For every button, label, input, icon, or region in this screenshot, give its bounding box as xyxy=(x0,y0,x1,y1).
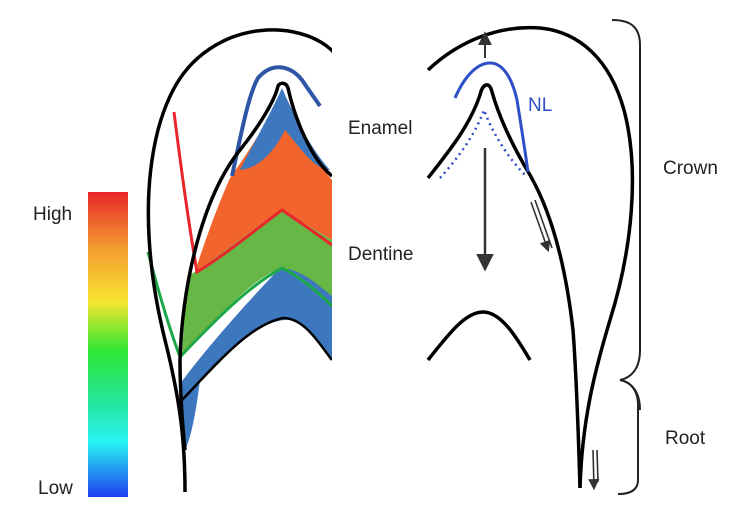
label-dentine: Dentine xyxy=(348,244,414,265)
label-crown: Crown xyxy=(663,158,718,179)
right-tooth: NL xyxy=(426,25,635,491)
outer-outline xyxy=(146,28,332,493)
red-line xyxy=(172,111,332,275)
low-zone xyxy=(180,268,332,450)
right-lower-cusp xyxy=(426,310,532,362)
root-arrow-a xyxy=(588,449,600,491)
bottom-outline xyxy=(181,316,332,401)
right-outer-outline xyxy=(426,25,635,489)
diagonal-arrow-a xyxy=(530,201,551,253)
label-nl: NL xyxy=(528,95,552,116)
green-line xyxy=(146,251,332,360)
scale-high-label: High xyxy=(33,204,72,225)
root-bracket xyxy=(617,379,639,495)
color-scale-bar xyxy=(88,192,128,497)
label-root: Root xyxy=(665,428,706,449)
inner-outline xyxy=(178,81,332,451)
left-tooth xyxy=(146,28,332,493)
scale-low-label: Low xyxy=(38,478,73,499)
nl-solid-line xyxy=(453,61,530,173)
crown-bracket xyxy=(611,19,641,411)
root-arrow-b xyxy=(596,449,599,483)
blue-line xyxy=(230,65,322,177)
right-inner-outline xyxy=(426,83,582,489)
label-enamel: Enamel xyxy=(348,118,412,139)
mid-zone xyxy=(182,210,332,356)
diagonal-arrow-b xyxy=(534,199,553,249)
tip-blue-fill xyxy=(240,88,330,170)
